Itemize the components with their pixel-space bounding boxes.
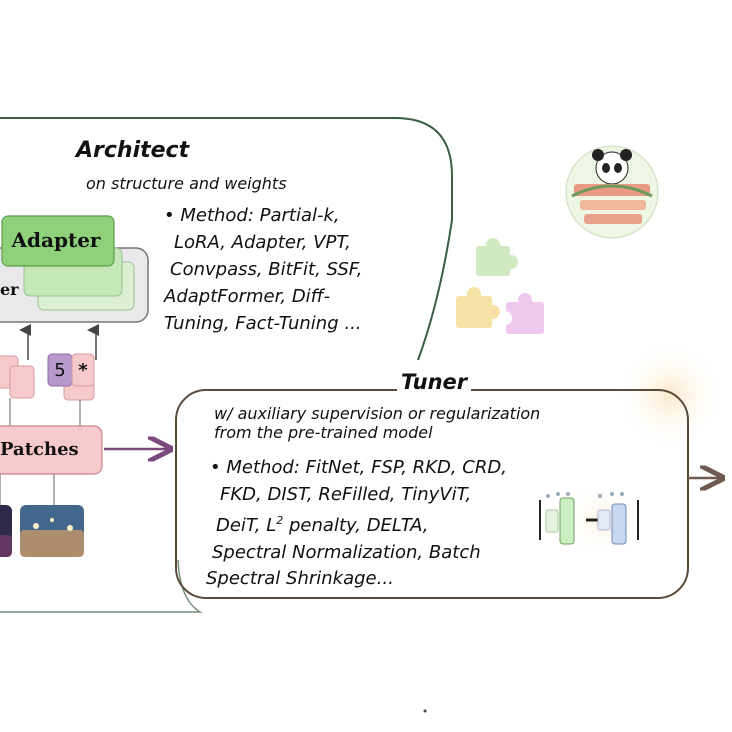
tuner-method-line: Spectral Shrinkage... [206,568,394,589]
architect-method-line: AdaptFormer, Diff- [164,286,331,307]
token-star [71,353,95,387]
tuner-subtitle: w/ auxiliary supervision or regularizati… [214,404,540,442]
encoder-partial-label: er [0,280,19,299]
tuner-method-line: • Method: FitNet, FSP, RKD, CRD, [210,457,507,478]
network-columns-icon [539,492,639,545]
adapter-label: Adapter [11,228,101,252]
token-number: 5 [54,360,66,381]
tuner-method-line: DeiT, L [216,515,277,536]
puzzle-piece-icon-pink [498,293,544,334]
tuner-title: Tuner [397,370,472,394]
tuner-subtitle-line: w/ auxiliary supervision or regularizati… [214,404,541,423]
l2-superscript: 2 [276,514,284,527]
architect-method-list: • Method: Partial-k, LoRA, Adapter, VPT,… [164,202,363,337]
tuner-glow [615,340,725,450]
tuner-method-line: FKD, DIST, ReFilled, TinyViT, [220,483,472,505]
architect-method-line: LoRA, Adapter, VPT, [174,232,351,253]
tuner-subtitle-line: from the pre-trained model [214,423,433,442]
panda-logo-icon [565,145,659,239]
architect-method-line: Convpass, BitFit, SSF, [170,259,363,280]
architect-method-line: • Method: Partial-k, [164,205,340,226]
puzzle-piece-icon [476,238,518,276]
tuner-method-list: • Method: FitNet, FSP, RKD, CRD, FKD, DI… [206,455,507,593]
tuner-method-line-rest: penalty, DELTA, [283,515,429,536]
image-thumbnail-icon [0,505,12,557]
tuner-method-line-l2: DeiT, L2 penalty, DELTA, [210,508,507,540]
architect-subtitle: on structure and weights [86,174,287,193]
patches-box [0,425,103,475]
architect-panel-bottom [0,559,203,613]
architect-method-line: Tuning, Fact-Tuning ... [164,313,362,334]
architect-panel [0,117,453,361]
tuner-method-line: Spectral Normalization, Batch [212,541,481,563]
puzzle-piece-icon-yellow [456,287,500,328]
architect-title: Architect [76,138,190,163]
adapter-box [1,215,115,267]
image-thumbnail-icon-2 [20,505,84,557]
token-star-label: * [78,360,88,381]
patches-label: Patches [0,439,79,460]
